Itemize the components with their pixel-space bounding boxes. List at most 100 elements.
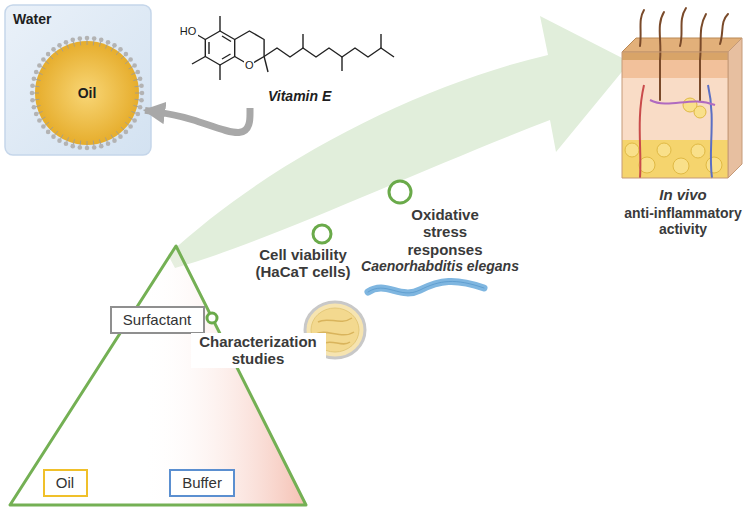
surfactant-head [78,145,83,150]
vitamin-e-structure [264,48,394,57]
result-label: anti-inflammatory activity [616,205,750,237]
surfactant-head [32,105,37,110]
surfactant-head [30,84,35,89]
surfactant-head [37,63,42,68]
vitamin-e-structure [380,34,381,48]
surfactant-head [41,124,46,129]
vitamin-e-structure [219,65,220,80]
surfactant-head [46,130,51,135]
oil-box: Oil [43,469,88,497]
step-marker [207,181,411,323]
surfactant-head [85,36,90,41]
buffer-box: Buffer [169,469,235,497]
atom-label: O [244,59,254,72]
node-text: Oil [78,85,97,102]
oil-droplet: Oil [29,35,145,151]
skin-illustration [728,38,742,178]
surfactant-head [112,138,117,143]
surfactant-head [118,47,123,52]
oil-core [35,41,139,145]
c-elegans-worm [368,281,484,292]
vitamin-e-structure [302,34,303,48]
surfactant-head [132,63,137,68]
skin-illustration [640,85,644,178]
node-text: Buffer [182,474,222,492]
surfactant-head [124,130,129,135]
vitamin-e-structure [192,16,394,80]
surfactant-head [41,57,46,62]
node-text: Water [13,11,143,28]
phase-triangle [10,246,306,505]
skin-illustration [640,10,644,46]
process-arrow [145,108,250,132]
surfactant-box: Surfactant [110,306,205,334]
skin-illustration [691,144,705,158]
surfactant-head [92,36,97,41]
skin-illustration [657,143,671,157]
phase-triangle [10,246,306,505]
surfactant-head [85,146,90,151]
surfactant-head [37,118,42,123]
surfactant-head [138,76,143,81]
step-marker [313,225,331,243]
vitamin-e-molecule: Vitamin E [182,8,397,108]
surfactant-head [30,91,35,96]
skin-illustration [720,14,728,44]
vitamin-e-structure [219,16,220,31]
vitamin-e-structure [205,31,234,65]
surfactant-head [51,47,56,52]
node-text: Vitamin E [268,88,397,105]
skin-illustration [700,14,706,100]
surfactant-head [64,142,69,147]
skin-illustration [622,8,742,178]
surfactant-head [136,70,141,75]
surfactant-head [99,144,104,149]
skin-illustration [694,106,706,118]
surfactant-head [128,57,133,62]
step-label: Cell viability (HaCaT cells) [247,246,359,281]
surfactant-head [124,52,129,57]
skin-illustration [622,52,728,60]
surfactant-head [34,112,39,117]
skin-illustration [706,157,722,173]
surfactant-head [106,142,111,147]
surfactant-head [138,105,143,110]
step-marker [389,181,411,203]
surfactant-head [78,36,83,41]
surfactant-head [140,91,145,96]
surfactant-head [32,76,37,81]
skin-illustration [660,12,664,100]
result-label: In vivo [616,186,750,203]
vitamin-e-structure [222,36,231,42]
surfactant-head [57,43,62,48]
node-text: Surfactant [123,311,191,329]
surfactant-head [92,145,97,150]
water-panel-box: Oil Water [5,5,151,155]
water-panel [5,5,151,155]
step-marker [207,313,217,323]
skin-illustration [622,60,728,78]
skin-illustration [625,143,639,157]
vitamin-e-structure [264,57,268,73]
surfactant-head [57,138,62,143]
surfactant-head [112,43,117,48]
progress-arrow [168,16,630,268]
phase-triangle [10,246,306,505]
surfactant-head [136,112,141,117]
surfactant-head [34,70,39,75]
surfactant-head [118,134,123,139]
vitamin-e-structure [208,42,209,54]
step-label: Oxidative stress responses [399,206,491,258]
surfactant-head [128,124,133,129]
surfactant-head [106,40,111,45]
surfactant-head [132,118,137,123]
surfactant-head [30,98,35,103]
surfactant-head [46,52,51,57]
vitamin-e-structure [341,57,342,71]
skin-illustration [640,85,715,178]
skin-illustration [673,158,689,174]
skin-illustration [622,52,728,178]
vitamin-e-structure [222,54,231,59]
surfactant-head [70,38,75,43]
